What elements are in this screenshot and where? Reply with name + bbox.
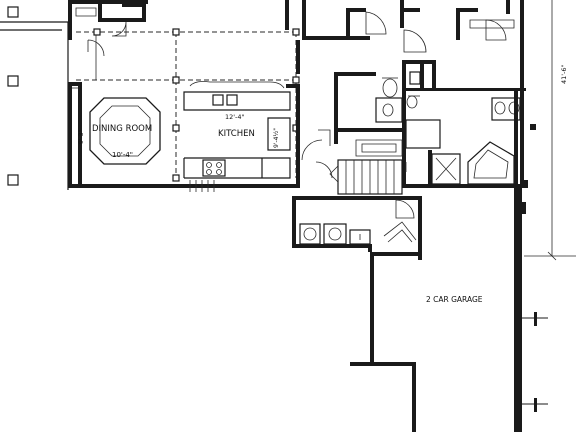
garage-label: 2 CAR GARAGE bbox=[426, 295, 483, 304]
porch bbox=[0, 6, 69, 190]
column-post bbox=[172, 76, 180, 84]
kitchen-counters bbox=[183, 81, 291, 192]
column-post bbox=[172, 28, 180, 36]
garage-walls bbox=[350, 88, 548, 432]
column-post bbox=[172, 124, 180, 132]
porch-post bbox=[7, 6, 19, 18]
laundry-room bbox=[292, 196, 422, 260]
overall-depth-dim: 41'-6" bbox=[560, 64, 568, 84]
dining-room-height-dim: 9'-3" bbox=[78, 130, 85, 144]
dining-kitchen-walls bbox=[68, 40, 300, 188]
kitchen-height-dim: 9'-4½" bbox=[273, 128, 280, 148]
column-post bbox=[93, 28, 101, 36]
column-post bbox=[292, 76, 300, 84]
cooktop bbox=[202, 159, 226, 177]
dining-table bbox=[89, 97, 161, 165]
dining-room-label: DINING ROOM bbox=[92, 124, 152, 134]
kitchen-sink bbox=[226, 94, 238, 106]
column-post bbox=[292, 28, 300, 36]
master-bath bbox=[405, 60, 526, 188]
hall-stairs bbox=[301, 60, 406, 195]
dimension-line-right bbox=[522, 0, 576, 261]
top-rooms bbox=[68, 0, 524, 88]
dining-room-width-dim: 10'-4" bbox=[112, 151, 133, 159]
column-post bbox=[172, 174, 180, 182]
porch-post bbox=[7, 174, 19, 186]
kitchen-label: KITCHEN bbox=[218, 129, 255, 139]
kitchen-width-dim: 12'-4" bbox=[225, 113, 245, 121]
kitchen-sink bbox=[212, 94, 224, 106]
porch-post bbox=[7, 75, 19, 87]
